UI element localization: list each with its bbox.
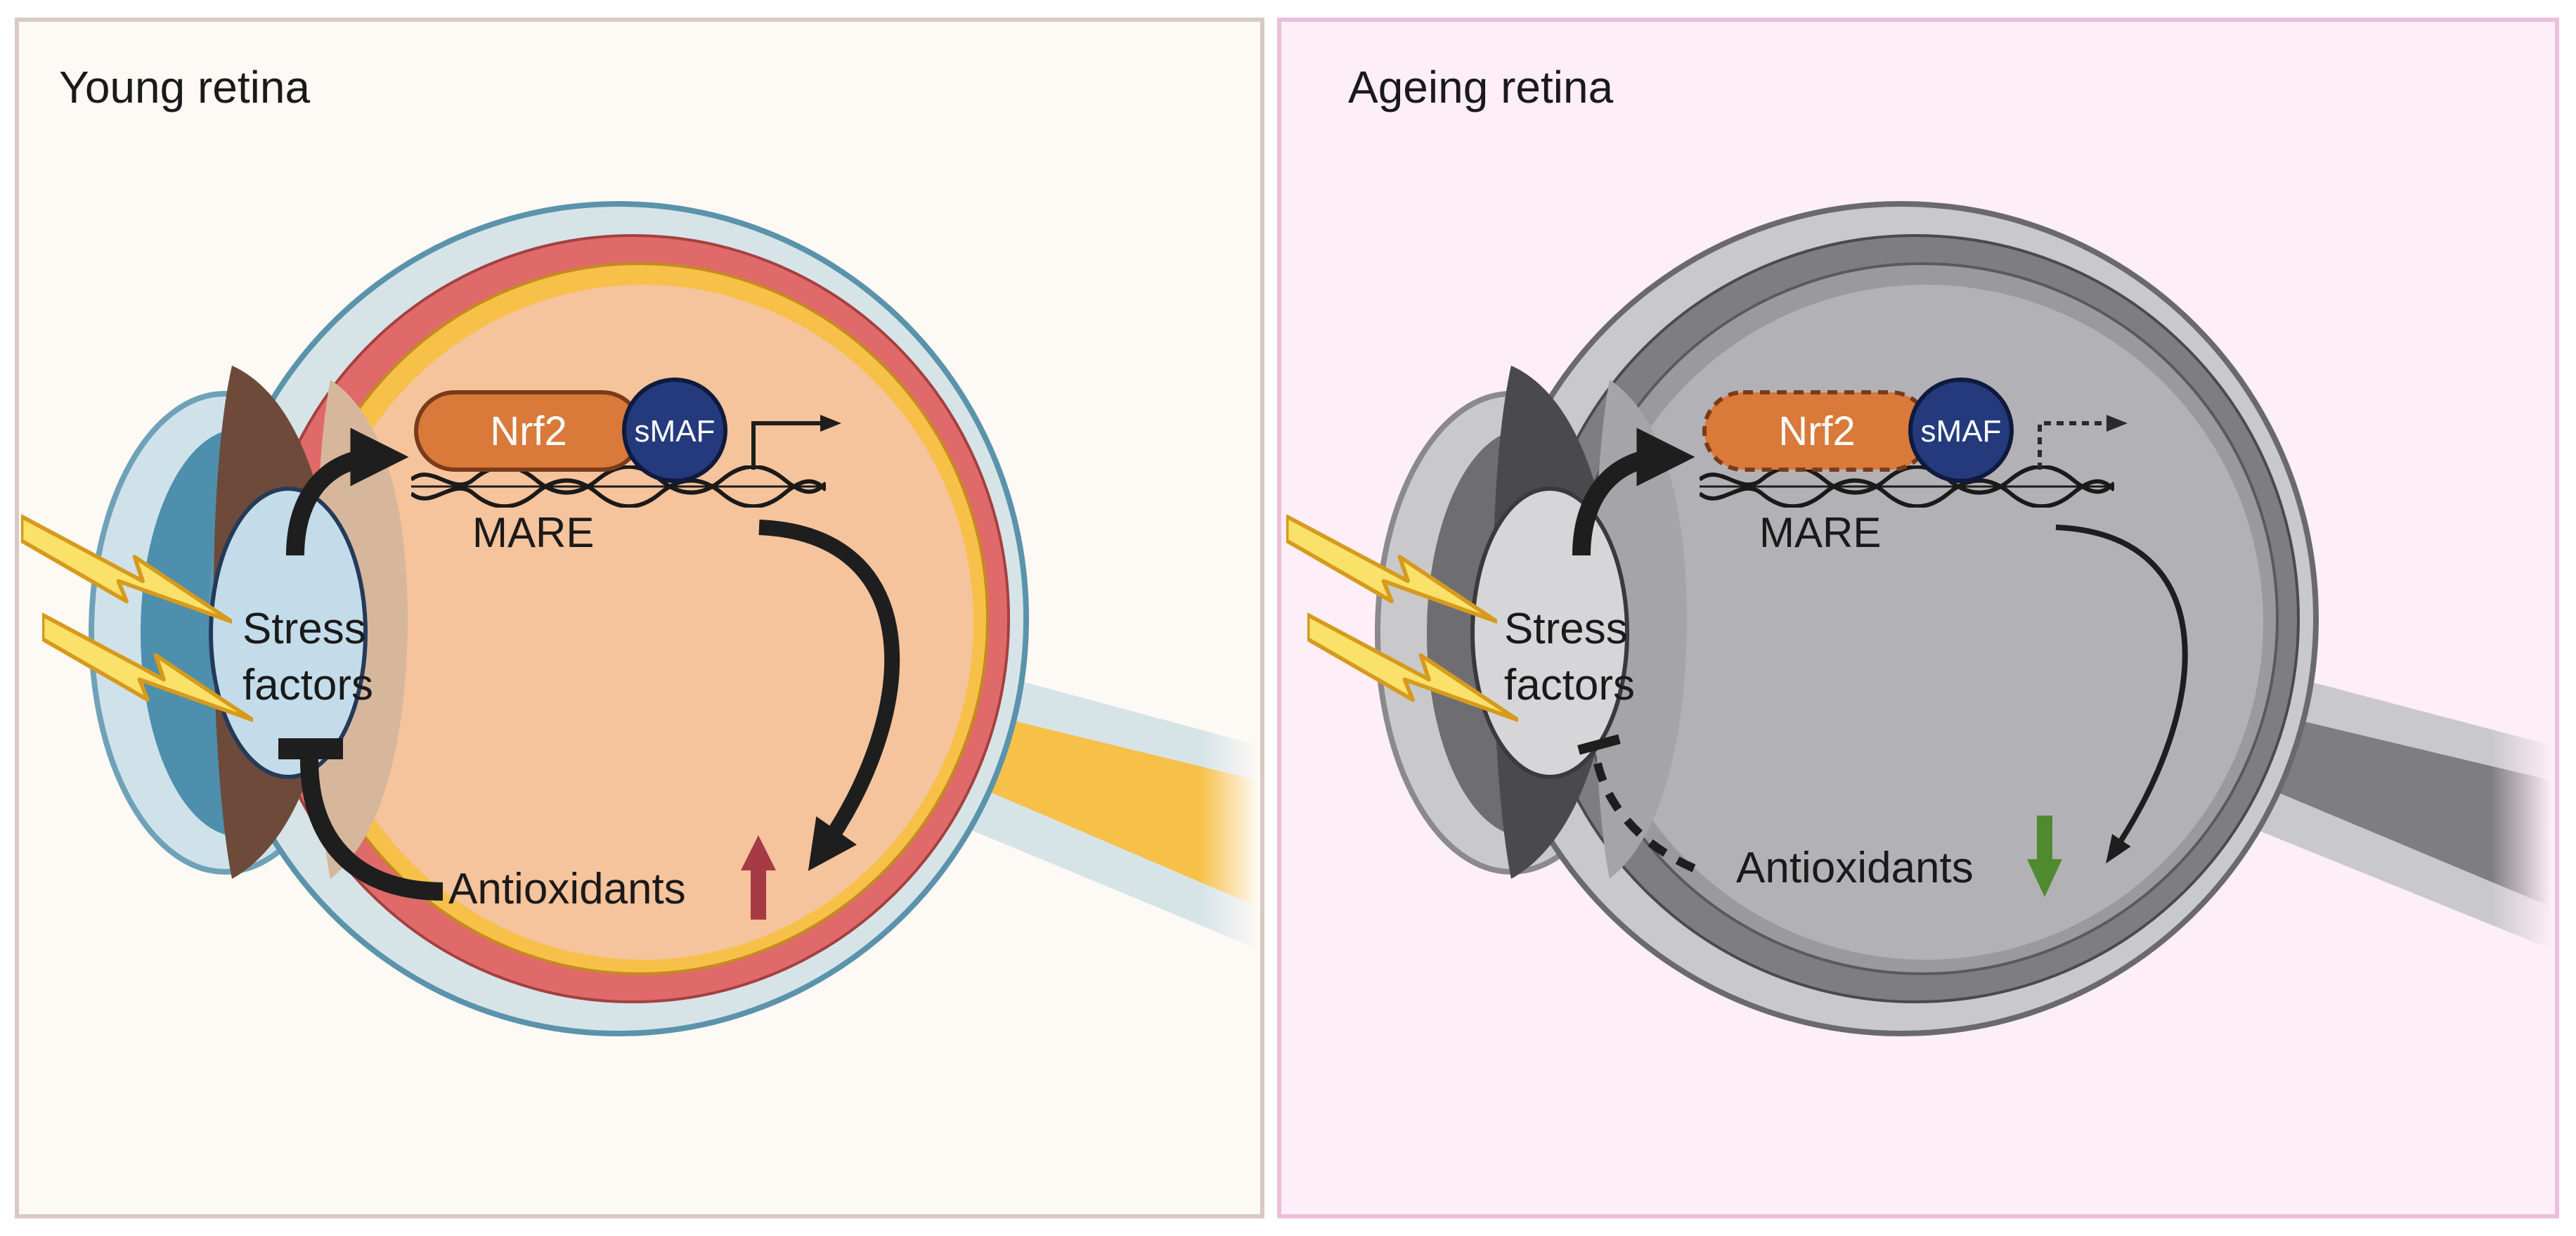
panel-young-title: Young retina	[59, 62, 310, 112]
smaf-protein	[1908, 378, 2014, 483]
antioxidants-label: Antioxidants	[448, 865, 686, 913]
smaf-label: sMAF	[1921, 414, 2002, 449]
decrease-arrow-icon	[2027, 816, 2062, 897]
lens-zone	[1593, 380, 1687, 879]
stress-label-line2: factors	[1504, 661, 1635, 709]
transcription-arrow	[2038, 415, 2128, 470]
stress-label-line1: Stress	[242, 605, 366, 653]
nrf2-label: Nrf2	[490, 408, 567, 454]
optic-nerve	[2249, 710, 2551, 907]
lens	[1470, 487, 1629, 779]
inhibition-bar	[278, 738, 343, 759]
panel-ageing-title: Ageing retina	[1348, 62, 1614, 112]
antioxidants-label: Antioxidants	[1736, 844, 1974, 892]
stress-label-line2: factors	[242, 661, 373, 709]
stress-label-line1: Stress	[1504, 605, 1628, 653]
increase-arrow-icon	[741, 835, 776, 920]
activation-arrow	[286, 427, 409, 556]
mare-label: MARE	[1759, 509, 1881, 556]
expression-arrow	[758, 520, 900, 871]
inhibition-arrow	[300, 759, 444, 901]
vitreous-body	[313, 285, 973, 960]
mare-label: MARE	[472, 509, 594, 556]
inhibition-arrow	[1591, 752, 1696, 873]
panel-ageing: Stress factors MARE Nrf2 sMAF Antioxidan…	[1277, 18, 2559, 1218]
activation-arrow	[1572, 427, 1695, 556]
inhibition-bar	[1577, 734, 1621, 755]
lens	[209, 487, 368, 779]
expression-arrow	[2055, 524, 2188, 864]
panel-young: Stress factors MARE Nrf2 sMAF Antioxidan…	[15, 18, 1264, 1218]
smaf-label: sMAF	[635, 414, 716, 449]
transcription-arrow	[751, 415, 841, 470]
nrf2-label: Nrf2	[1778, 408, 1856, 454]
smaf-protein	[622, 378, 727, 483]
optic-nerve	[963, 710, 1258, 907]
